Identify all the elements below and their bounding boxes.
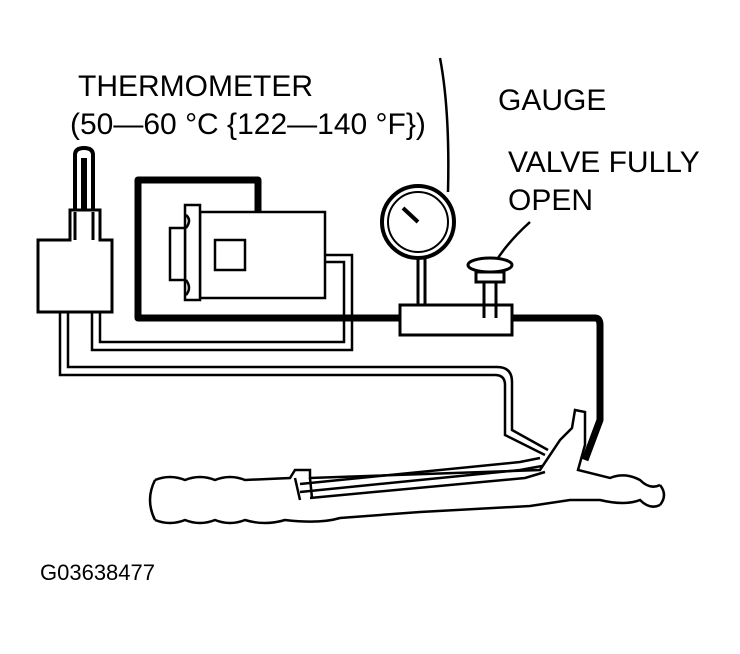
label-gauge: GAUGE — [498, 84, 606, 117]
figure-code: G03638477 — [40, 560, 155, 585]
power-steering-pump — [168, 203, 327, 302]
fluid-reservoir — [36, 208, 114, 314]
label-thermometer-range: (50—60 °C {122—140 °F}) — [70, 108, 426, 141]
pressure-hose — [134, 176, 604, 462]
steering-gear — [148, 408, 666, 525]
return-hose — [58, 253, 549, 457]
label-valve-line1: VALVE FULLY — [508, 146, 700, 179]
pressure-gauge — [380, 57, 514, 337]
label-valve-line2: OPEN — [508, 184, 593, 217]
label-thermometer: THERMOMETER — [78, 70, 313, 103]
shutoff-valve — [466, 221, 531, 318]
